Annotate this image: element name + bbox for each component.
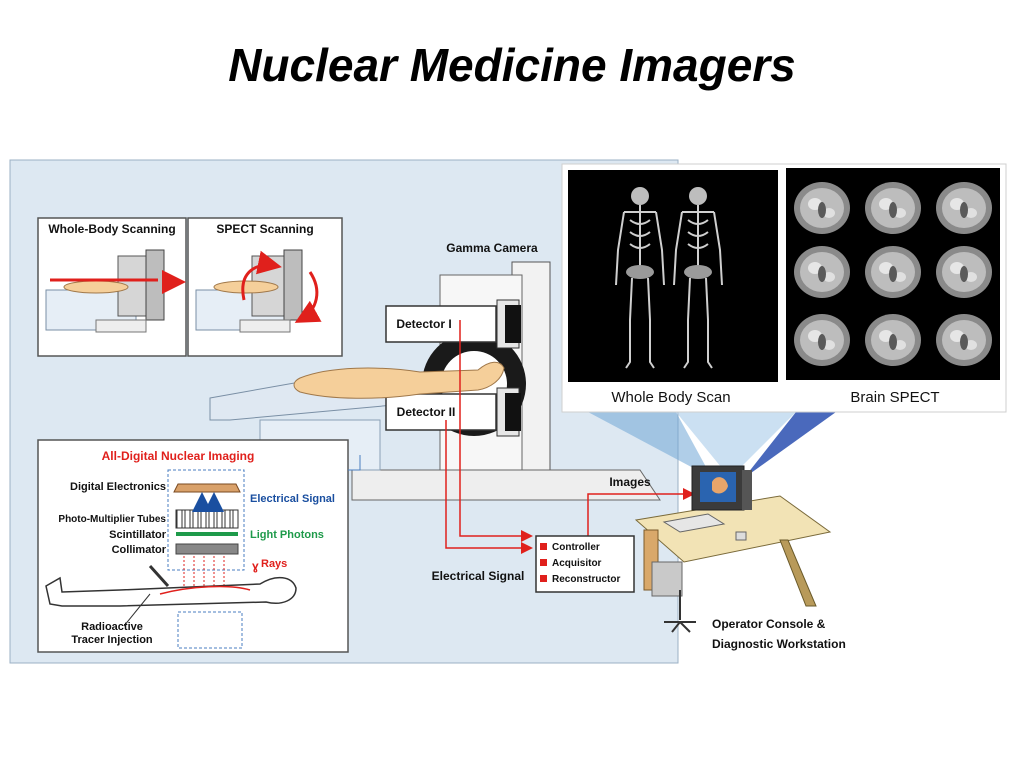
collimator-label: Collimator bbox=[112, 544, 167, 556]
brain-slice bbox=[865, 314, 921, 366]
controller-item-acquisitor: Acquisitor bbox=[552, 558, 602, 569]
radioactive-tracer-label-line2: Tracer Injection bbox=[71, 634, 153, 646]
signal-lines bbox=[445, 320, 695, 554]
digital-imaging-panel: All-Digital Nuclear Imaging Digital Elec… bbox=[37, 439, 349, 653]
brain-slice bbox=[794, 246, 850, 298]
workstation-label-line1: Operator Console & bbox=[712, 617, 826, 631]
electrical-signal-inner-label: Electrical Signal bbox=[250, 493, 335, 505]
digital-imaging-title: All-Digital Nuclear Imaging bbox=[102, 449, 255, 463]
gamma-camera: Gamma Camera Detector I Detector II bbox=[209, 241, 661, 501]
whole-body-scan-image bbox=[568, 170, 778, 382]
detector-2-label: Detector II bbox=[397, 405, 456, 419]
digital-electronics-label: Digital Electronics bbox=[70, 481, 166, 493]
controller-box: Controller Acquisitor Reconstructor bbox=[535, 535, 635, 593]
skeleton-images bbox=[615, 187, 723, 369]
brain-slice bbox=[865, 182, 921, 234]
operator-workstation: Operator Console & Diagnostic Workstatio… bbox=[634, 465, 846, 651]
projection-beams bbox=[588, 412, 836, 478]
brain-slice bbox=[936, 182, 992, 234]
skeleton-figure bbox=[673, 187, 723, 369]
rays-label: Rays bbox=[261, 558, 287, 570]
slide-title: Nuclear Medicine Imagers bbox=[228, 39, 796, 91]
controller-item-reconstructor: Reconstructor bbox=[552, 574, 620, 585]
images-label: Images bbox=[609, 475, 651, 489]
brain-slice bbox=[865, 246, 921, 298]
scan-images-panel: Whole Body Scan Brain SPECT bbox=[561, 163, 1007, 413]
scanning-insets: Whole-Body Scanning SPECT Scanning bbox=[37, 217, 343, 357]
brain-spect-label: Brain SPECT bbox=[850, 389, 939, 406]
scintillator-label: Scintillator bbox=[109, 529, 167, 541]
whole-body-scan-label: Whole Body Scan bbox=[611, 389, 730, 406]
pmt-label: Photo-Multiplier Tubes bbox=[58, 514, 166, 525]
brain-slice bbox=[794, 182, 850, 234]
gamma-symbol: ɣ bbox=[252, 559, 259, 573]
controller-item-controller: Controller bbox=[552, 542, 600, 553]
gamma-camera-label: Gamma Camera bbox=[446, 241, 538, 255]
radioactive-tracer-label-line1: Radioactive bbox=[81, 621, 143, 633]
brain-slice bbox=[936, 314, 992, 366]
panel-connector bbox=[348, 455, 361, 471]
brain-slice-grid bbox=[794, 182, 992, 366]
spect-scanning-label: SPECT Scanning bbox=[216, 222, 313, 236]
brain-slice bbox=[794, 314, 850, 366]
light-photons-label: Light Photons bbox=[250, 529, 324, 541]
skeleton-figure bbox=[615, 187, 665, 369]
detector-1-label: Detector I bbox=[396, 317, 451, 331]
electrical-signal-label: Electrical Signal bbox=[432, 569, 525, 583]
workstation-label-line2: Diagnostic Workstation bbox=[712, 637, 846, 651]
brain-slice bbox=[936, 246, 992, 298]
whole-body-scanning-label: Whole-Body Scanning bbox=[48, 222, 175, 236]
